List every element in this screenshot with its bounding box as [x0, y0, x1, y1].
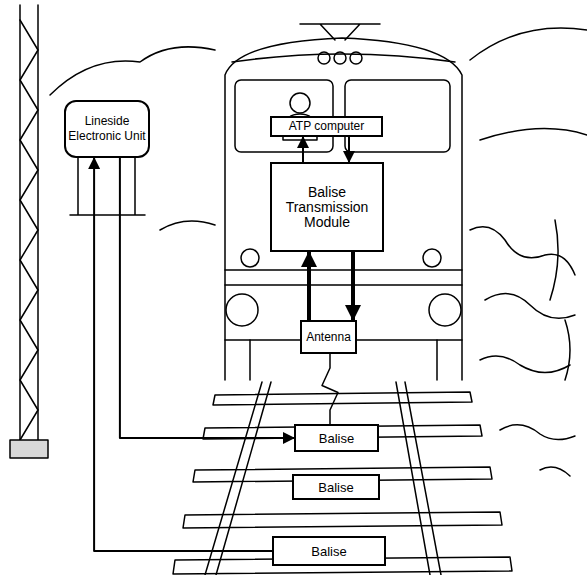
balise-box: Balise — [272, 536, 386, 566]
node-label: Antenna — [306, 330, 351, 345]
node-label: Balise — [311, 544, 346, 559]
node-label: Lineside Electronic Unit — [66, 114, 148, 144]
balise-box: Balise — [292, 474, 380, 500]
signal-arrow — [351, 252, 355, 320]
node-text-group: Balise — [318, 480, 353, 495]
node-label: Balise — [319, 431, 354, 446]
signal-arrow — [348, 137, 350, 162]
node-text-group: Antenna — [306, 330, 351, 345]
hill-line — [160, 221, 215, 230]
antenna-box: Antenna — [300, 320, 357, 354]
signal-arrow — [302, 137, 304, 162]
foliage-lines — [470, 227, 575, 476]
signal-mast — [10, 5, 48, 458]
node-text-group: ATP computer — [289, 119, 365, 134]
node-label: Balise Transmission Module — [272, 185, 382, 230]
radio-link — [322, 354, 338, 424]
node-text-group: Balise — [311, 544, 346, 559]
module-box: Balise Transmission Module — [270, 162, 384, 252]
lineside-unit-box: Lineside Electronic Unit — [64, 100, 150, 158]
foliage-lines — [550, 220, 570, 380]
node-label: ATP computer — [289, 119, 365, 134]
signal-arrow — [120, 158, 294, 438]
hill-line — [480, 129, 587, 140]
node-text-group: Balise — [319, 431, 354, 446]
signal-arrow — [94, 158, 272, 551]
computer-box: ATP computer — [270, 116, 383, 137]
node-label: Balise — [318, 480, 353, 495]
hill-line — [470, 28, 587, 60]
balise-box: Balise — [294, 424, 379, 452]
node-text-group: Balise Transmission Module — [272, 185, 382, 230]
hill-line — [50, 47, 215, 95]
node-text-group: Lineside Electronic Unit — [66, 114, 148, 144]
signal-arrow — [307, 252, 311, 320]
railway-track — [173, 382, 512, 575]
unit-stand — [70, 158, 145, 215]
train-body — [225, 24, 462, 380]
